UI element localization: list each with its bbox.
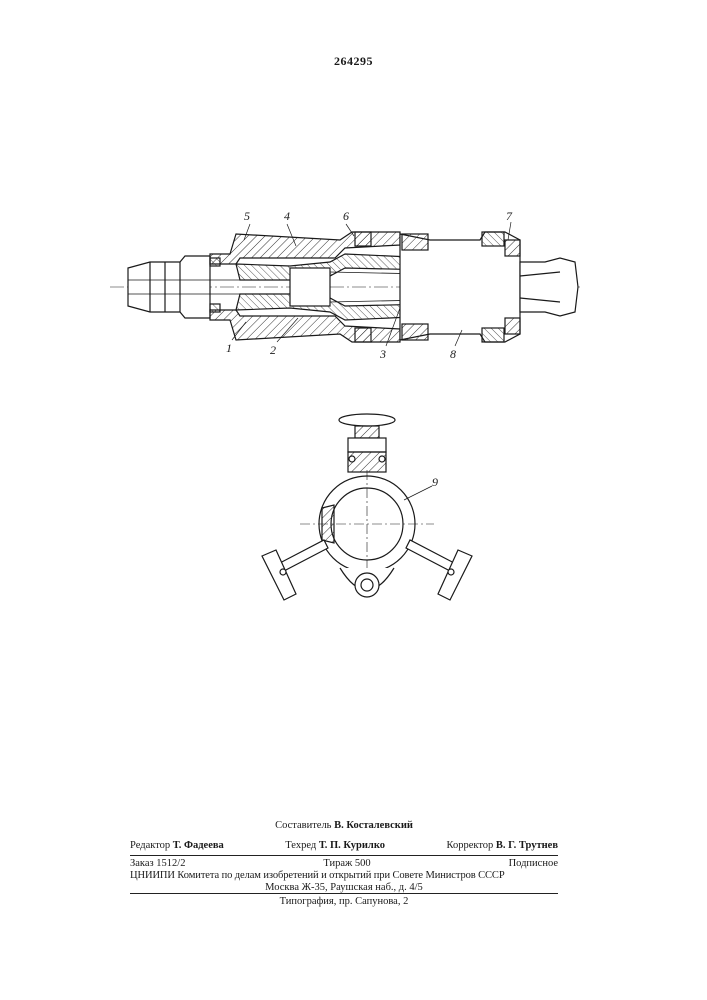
compiler-line: Составитель В. Костaлевский	[130, 820, 558, 832]
part-label-3: 3	[379, 347, 386, 361]
techeditor-name: Т. П. Курилко	[319, 840, 385, 851]
corrector-role: Корректор	[446, 840, 493, 851]
part-label-1: 1	[226, 341, 232, 355]
part-label-9: 9	[432, 475, 438, 489]
imprint-divider	[130, 855, 558, 856]
techeditor-role: Техред	[285, 840, 316, 851]
order-number: Заказ 1512/2	[130, 858, 185, 870]
part-label-8: 8	[450, 347, 456, 361]
part-label-4: 4	[284, 209, 290, 223]
techeditor: Техред Т. П. Курилко	[285, 840, 385, 852]
part-label-6: 6	[343, 209, 349, 223]
part-label-7: 7	[506, 209, 513, 223]
institute-line: ЦНИИПИ Комитета по делам изобретений и о…	[130, 870, 558, 882]
part-label-5: 5	[244, 209, 250, 223]
compiler-role: Составитель	[275, 820, 331, 831]
staff-line: Редактор Т. Фадеева Техред Т. П. Курилко…	[130, 840, 558, 852]
subscription: Подписное	[509, 858, 558, 870]
circulation: Тираж 500	[323, 858, 370, 870]
compiler-name: В. Костaлевский	[334, 820, 413, 831]
imprint-divider-bottom	[130, 893, 558, 894]
corrector-name: В. Г. Трутнев	[496, 840, 558, 851]
part-label-2: 2	[270, 343, 276, 357]
order-line: Заказ 1512/2 Тираж 500 Подписное	[130, 858, 558, 870]
editor-name: Т. Фадеева	[173, 840, 224, 851]
corrector: Корректор В. Г. Трутнев	[446, 840, 558, 852]
figure-2-clamp-view	[262, 414, 472, 600]
printing-line: Типография, пр. Сапунова, 2	[130, 896, 558, 908]
order-block: Заказ 1512/2 Тираж 500 Подписное ЦНИИПИ …	[130, 858, 558, 894]
editor: Редактор Т. Фадеева	[130, 840, 224, 852]
figure-1-section-view	[110, 232, 580, 342]
editor-role: Редактор	[130, 840, 170, 851]
